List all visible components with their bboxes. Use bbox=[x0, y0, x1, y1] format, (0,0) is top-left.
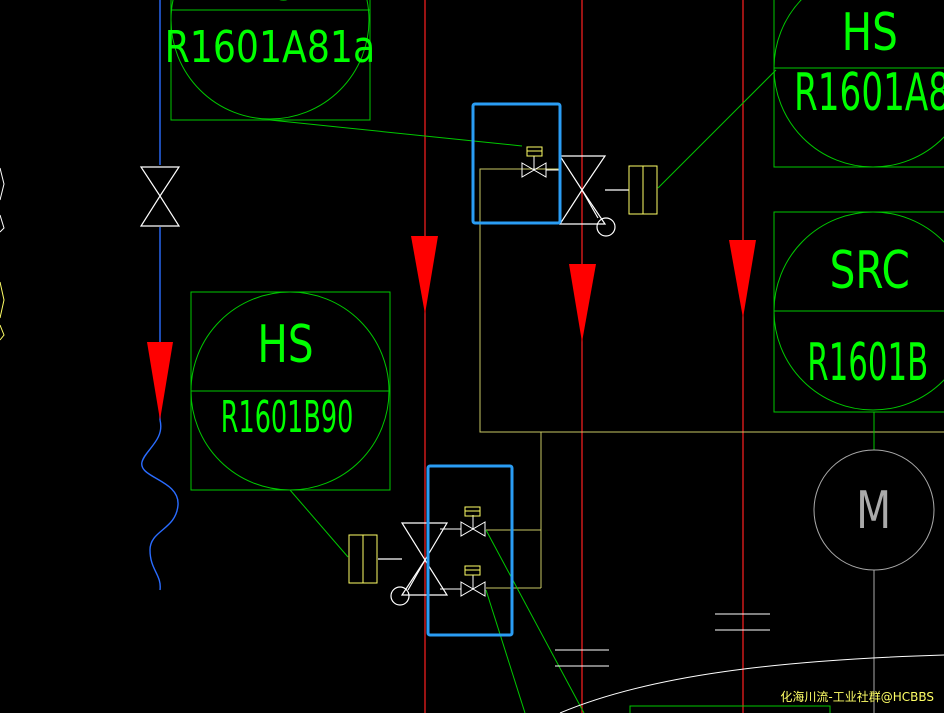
instrument-hs-r1601a8: HS R1601A8 bbox=[773, 0, 944, 168]
instrument-hs-r1601a81a: HS R1601A81a bbox=[165, 0, 376, 121]
gate-valve-icon bbox=[139, 166, 181, 227]
instrument-tag-label: R1601B bbox=[807, 332, 928, 392]
pipe-break-symbol bbox=[141, 419, 179, 591]
flow-arrow-icon bbox=[147, 342, 173, 420]
process-pipes bbox=[424, 0, 744, 713]
motor-label: M bbox=[856, 480, 891, 540]
flow-arrows bbox=[147, 236, 756, 420]
instrument-tag-label: R1601A8 bbox=[794, 62, 944, 122]
vessel-outline bbox=[559, 654, 944, 713]
solenoid-valve-bottom-lower bbox=[440, 565, 486, 597]
flow-arrow-icon bbox=[729, 240, 756, 318]
blue-pipe bbox=[141, 0, 179, 591]
control-valve-top bbox=[558, 155, 629, 237]
highlight-box-top bbox=[471, 102, 562, 225]
solenoid-valve-bottom-upper bbox=[440, 506, 486, 537]
instrument-hs-r1601b90: HS R1601B90 bbox=[190, 291, 391, 491]
instrument-src-r1601b: SRC R1601B bbox=[773, 211, 944, 413]
actuator-top bbox=[628, 165, 658, 215]
vessel-nozzle bbox=[629, 705, 831, 713]
control-valve-bottom bbox=[378, 522, 449, 606]
instrument-tag-label: R1601A81a bbox=[165, 22, 376, 73]
flow-arrow-icon bbox=[569, 264, 596, 342]
instrument-top-label: SRC bbox=[830, 240, 910, 300]
leader-lines bbox=[269, 69, 875, 713]
instrument-top-label: HS bbox=[244, 0, 296, 12]
flow-arrow-icon bbox=[411, 236, 438, 314]
motor-icon: M bbox=[813, 449, 935, 713]
watermark-text: 化海川流-工业社群@HCBBS bbox=[780, 689, 934, 704]
solenoid-valve-top bbox=[521, 146, 560, 178]
instrument-tag-label: R1601B90 bbox=[221, 392, 354, 443]
left-edge-symbols bbox=[0, 167, 5, 341]
highlight-box-bottom bbox=[426, 464, 514, 637]
instrument-top-label: HS bbox=[257, 314, 313, 374]
pipe-flanges bbox=[555, 613, 770, 667]
actuator-bottom bbox=[348, 534, 378, 584]
instrument-top-label: HS bbox=[842, 2, 898, 62]
